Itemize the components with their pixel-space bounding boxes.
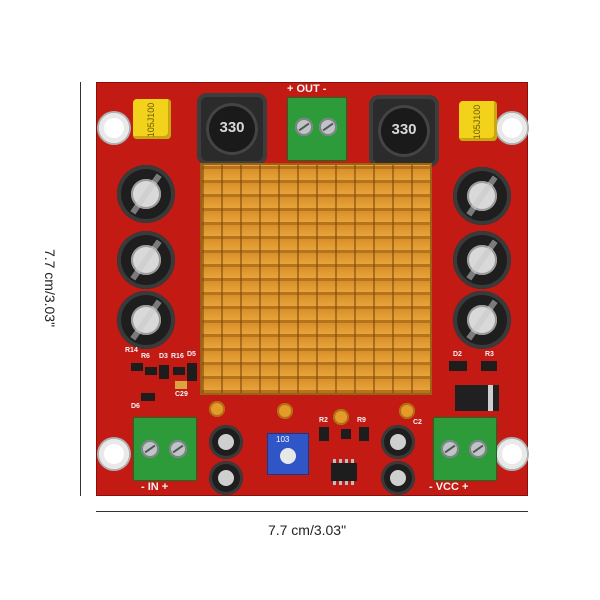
electrolytic-capacitor-right-1 — [453, 167, 511, 225]
ceramic-capacitor — [209, 401, 225, 417]
power-screw-2 — [469, 440, 487, 458]
output-screw-2 — [319, 118, 337, 136]
smd-resistor — [319, 427, 329, 441]
height-dimension-line — [80, 82, 81, 496]
small-electrolytic-capacitor — [209, 461, 243, 495]
heatsink — [200, 163, 432, 395]
electrolytic-capacitor-right-2 — [453, 231, 511, 289]
ref-r16: R16 — [171, 353, 184, 360]
mounting-hole-top-left — [99, 113, 129, 143]
smd-resistor — [145, 367, 157, 375]
ceramic-capacitor — [399, 403, 415, 419]
ceramic-capacitor — [277, 403, 293, 419]
smd-resistor — [481, 361, 497, 371]
mounting-hole-top-right — [497, 113, 527, 143]
electrolytic-capacitor-left-1 — [117, 165, 175, 223]
ceramic-capacitor — [333, 409, 349, 425]
input-screw-1 — [141, 440, 159, 458]
smd-diode — [141, 393, 155, 401]
amplifier-board: 105J100 105J100 330 330 + OUT - R14 R6 D… — [96, 82, 528, 496]
inductor-right: 330 — [369, 95, 439, 167]
inductor-left: 330 — [197, 93, 267, 165]
small-electrolytic-capacitor — [381, 425, 415, 459]
smd-resistor — [359, 427, 369, 441]
smd-resistor — [341, 429, 351, 439]
power-diode — [455, 385, 499, 411]
electrolytic-capacitor-left-2 — [117, 231, 175, 289]
mounting-hole-bottom-left — [99, 439, 129, 469]
electrolytic-capacitor-left-3 — [117, 291, 175, 349]
smd-diode — [449, 361, 467, 371]
mounting-hole-bottom-right — [497, 439, 527, 469]
height-dimension-label: 7.7 cm/3.03" — [42, 248, 58, 328]
op-amp-ic — [331, 459, 357, 485]
input-terminal — [133, 417, 197, 481]
smd-diode — [159, 365, 169, 379]
width-dimension-line — [96, 511, 528, 512]
smd-capacitor — [175, 381, 187, 389]
film-capacitor-right: 105J100 — [459, 101, 497, 141]
small-electrolytic-capacitor — [209, 425, 243, 459]
ref-d5: D5 — [187, 351, 196, 358]
ref-d2: D2 — [453, 351, 462, 358]
ref-c2: C2 — [413, 419, 422, 426]
smd-resistor — [173, 367, 185, 375]
ref-r3: R3 — [485, 351, 494, 358]
output-screw-1 — [295, 118, 313, 136]
smd-diode — [187, 363, 197, 381]
in-label: - IN + — [141, 481, 169, 493]
ref-d3: D3 — [159, 353, 168, 360]
smd-resistor — [131, 363, 143, 371]
potentiometer: 103 — [267, 433, 309, 475]
ref-r6: R6 — [141, 353, 150, 360]
output-terminal — [287, 97, 347, 161]
power-screw-1 — [441, 440, 459, 458]
input-screw-2 — [169, 440, 187, 458]
ref-c29: C29 — [175, 391, 188, 398]
electrolytic-capacitor-right-3 — [453, 291, 511, 349]
power-terminal — [433, 417, 497, 481]
small-electrolytic-capacitor — [381, 461, 415, 495]
out-label: + OUT - — [287, 83, 327, 95]
ref-r9: R9 — [357, 417, 366, 424]
vcc-label: - VCC + — [429, 481, 469, 493]
film-capacitor-left: 105J100 — [133, 99, 171, 139]
width-dimension-label: 7.7 cm/3.03" — [267, 522, 347, 538]
ref-r2: R2 — [319, 417, 328, 424]
ref-r14: R14 — [125, 347, 138, 354]
ref-d6: D6 — [131, 403, 140, 410]
